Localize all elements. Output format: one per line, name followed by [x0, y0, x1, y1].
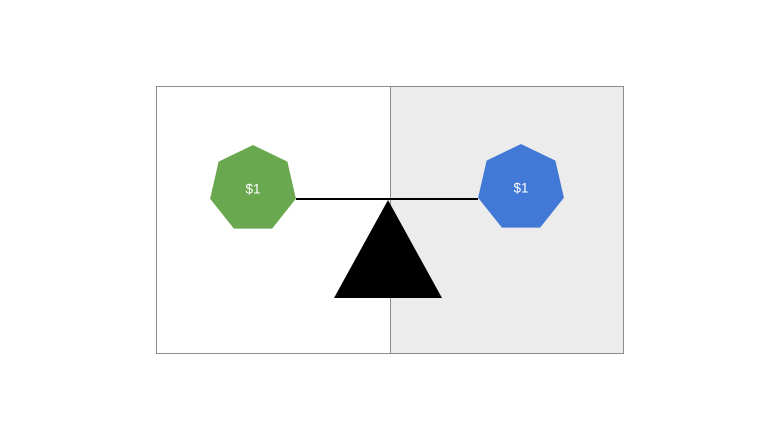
- coin-left-label: $1: [245, 182, 260, 197]
- heptagon-icon: [210, 145, 296, 229]
- fulcrum-triangle-icon: [334, 200, 442, 298]
- coin-right-label: $1: [513, 181, 528, 196]
- balance-beam: [296, 198, 478, 200]
- heptagon-icon: [478, 144, 564, 228]
- coin-left-green: $1: [210, 145, 296, 229]
- coin-right-blue: $1: [478, 144, 564, 228]
